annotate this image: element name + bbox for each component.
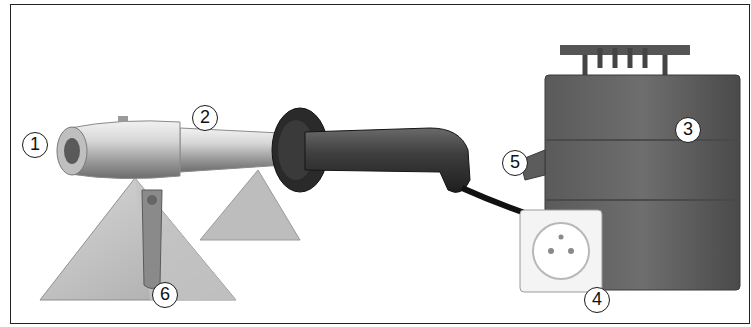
socket-hole [548,248,554,254]
carry-handle-top [560,45,690,55]
socket-face [533,223,589,279]
screw [147,195,157,205]
socket [520,210,602,292]
socket-hole [568,248,574,254]
callout-number: 3 [675,117,701,143]
socket-earth [559,235,564,240]
box-ribs [545,140,740,200]
stand-face [135,178,236,300]
nozzle-opening [64,138,80,164]
stand-leg [142,190,162,289]
callout-number: 2 [192,105,218,131]
frame [11,5,750,324]
callout-number: 5 [502,150,528,176]
stand-front [40,178,236,300]
callout-number: 4 [584,287,610,313]
handle [305,128,470,192]
nozzle-tip [57,127,87,175]
callout-number: 6 [152,282,178,308]
callout-number: 1 [22,132,48,158]
pin [118,116,128,122]
